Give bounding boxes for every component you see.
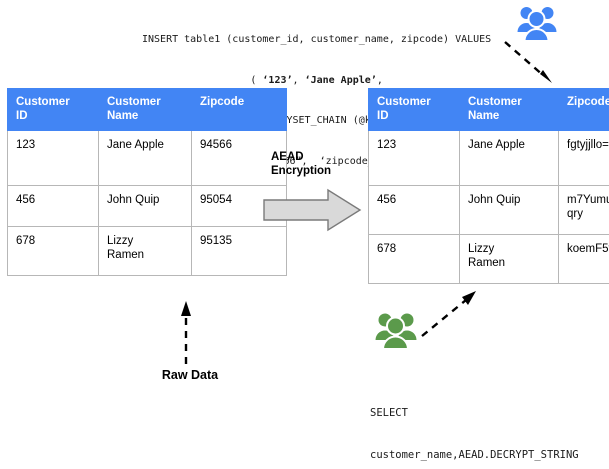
cell-customer-id: 123	[368, 130, 460, 186]
dashed-arrow-select-to-table	[421, 291, 476, 337]
insert-line-2-suffix: ,	[376, 74, 383, 86]
insert-line-2-mid: ,	[292, 74, 305, 86]
green-people-group-icon	[374, 308, 418, 357]
dashed-arrow-raw-data	[181, 301, 191, 364]
header-text-line1: Customer	[107, 96, 161, 108]
cell-customer-name: Jane Apple	[98, 130, 192, 186]
select-line-1: SELECT	[370, 407, 408, 419]
cell-customer-name: Jane Apple	[459, 130, 559, 186]
insert-line-2: ( ‘123’, ‘Jane Apple’,	[142, 74, 491, 88]
cell-text-line1: Lizzy	[468, 243, 495, 255]
header-text-line2: Name	[468, 109, 500, 122]
cell-customer-id: 678	[368, 234, 460, 284]
cell-customer-name: John Quip	[459, 185, 559, 235]
raw-data-label: Raw Data	[161, 368, 219, 382]
header-text-line2: Name	[107, 109, 139, 122]
cell-text-line2: Ramen	[468, 257, 506, 269]
aead-label-line1: AEAD	[271, 151, 304, 163]
cell-encrypted-zipcode: koemF5ter=	[558, 234, 609, 284]
table-row: 123 Jane Apple 94566	[7, 130, 287, 186]
header-text: Zipcode	[567, 96, 609, 108]
insert-literal-customer-name: ‘Jane Apple’	[304, 74, 377, 86]
cell-customer-id: 123	[7, 130, 99, 186]
aead-label-line2: Encryption	[271, 165, 332, 177]
header-text-line1: Customer	[377, 96, 431, 108]
insert-line-1: INSERT table1 (customer_id, customer_nam…	[142, 34, 492, 45]
header-text-line2: ID	[377, 109, 389, 122]
cell-customer-id: 456	[7, 185, 99, 227]
select-statement-code: SELECT customer_name,AEAD.DECRYPT_STRING…	[370, 378, 579, 469]
cell-text-line1: Lizzy	[107, 235, 134, 247]
aead-encryption-label: AEAD Encryption	[271, 150, 331, 178]
cell-text-line2: qry	[567, 208, 583, 220]
table-row: 456 John Quip m7Yumuaw qry	[368, 185, 609, 235]
header-text-line1: Customer	[16, 96, 70, 108]
column-header-zipcode: Zipcode	[558, 88, 609, 131]
cell-text-line1: m7Yumuaw	[567, 194, 609, 206]
cell-encrypted-zipcode: m7Yumuaw qry	[558, 185, 609, 235]
table-row: 123 Jane Apple fgtyjjllo=	[368, 130, 609, 186]
cell-customer-id: 456	[368, 185, 460, 235]
header-text-line1: Customer	[468, 96, 522, 108]
header-text: Zipcode	[200, 96, 245, 108]
blue-people-group-icon	[516, 2, 558, 49]
insert-line-2-prefix: (	[250, 74, 263, 86]
cell-encrypted-zipcode: fgtyjjllo=	[558, 130, 609, 186]
table-row: 456 John Quip 95054	[7, 185, 287, 227]
cell-text-line2: Ramen	[107, 249, 145, 261]
column-header-zipcode: Zipcode	[191, 88, 287, 131]
cell-customer-id: 678	[7, 226, 99, 276]
encryption-block-arrow-icon	[263, 188, 362, 232]
cell-customer-name: John Quip	[98, 185, 192, 227]
header-text-line2: ID	[16, 109, 28, 122]
cell-zipcode: 95135	[191, 226, 287, 276]
select-line-2: customer_name,AEAD.DECRYPT_STRING	[370, 449, 579, 461]
dashed-arrow-insert-to-table	[504, 41, 552, 83]
cell-zipcode: 94566	[191, 130, 287, 186]
insert-literal-customer-id: ‘123’	[262, 74, 293, 86]
